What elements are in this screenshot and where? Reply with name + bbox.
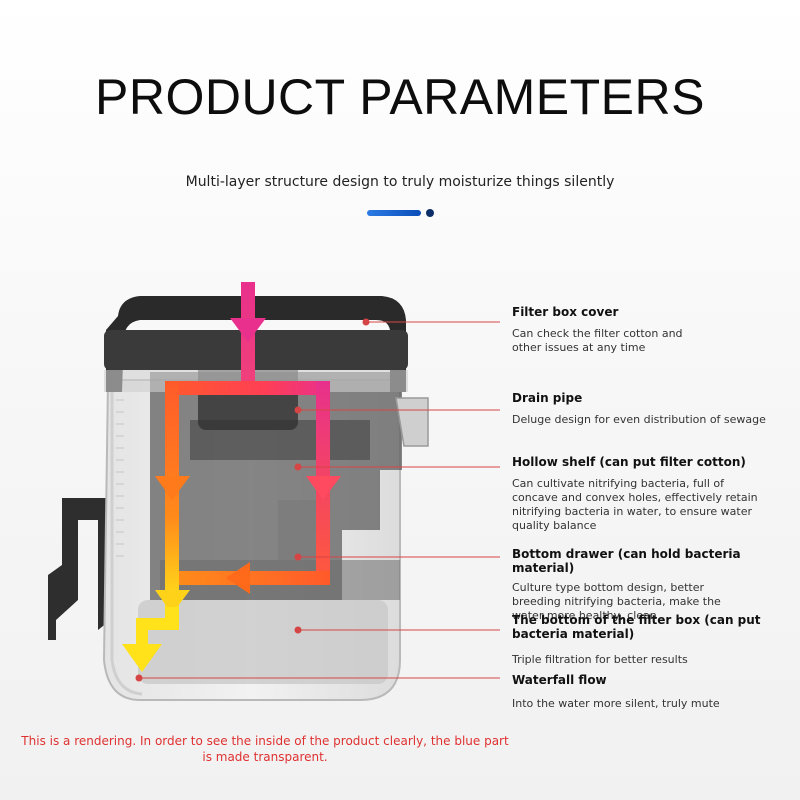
carousel-indicator-dot[interactable] [426, 209, 434, 217]
callout-description: Can check the filter cotton and other is… [512, 327, 683, 354]
callout-drain-pipe: Drain pipe Deluge design for even distri… [512, 391, 782, 427]
callout-hollow-shelf: Hollow shelf (can put filter cotton) Can… [512, 455, 782, 533]
filter-box-cover [104, 296, 408, 392]
callout-title: Bottom drawer (can hold bacteria materia… [512, 547, 741, 575]
callout-description: Triple filtration for better results [512, 653, 688, 666]
filter-box-bottom [138, 600, 388, 684]
callout-title: Drain pipe [512, 391, 583, 405]
rendering-disclaimer: This is a rendering. In order to see the… [21, 734, 509, 764]
callout-title: Waterfall flow [512, 673, 607, 687]
callout-waterfall-flow: Waterfall flow Into the water more silen… [512, 673, 782, 711]
page-title: PRODUCT PARAMETERS [94, 69, 705, 125]
callout-bottom-drawer: Bottom drawer (can hold bacteria materia… [512, 547, 782, 623]
callout-description: Can cultivate nitrifying bacteria, full … [512, 477, 758, 532]
callout-title: Hollow shelf (can put filter cotton) [512, 455, 746, 469]
callout-title: The bottom of the filter box (can put ba… [512, 613, 761, 641]
callout-description: Into the water more silent, truly mute [512, 697, 720, 710]
hanging-clip [48, 498, 108, 640]
callout-lines [135, 318, 500, 682]
callout-title: Filter box cover [512, 305, 619, 319]
page-subtitle: Multi-layer structure design to truly mo… [185, 174, 615, 190]
callout-filter-box-cover: Filter box cover Can check the filter co… [512, 305, 782, 355]
callout-filter-box-bottom: The bottom of the filter box (can put ba… [512, 613, 784, 667]
carousel-indicator-active[interactable] [367, 210, 421, 216]
callout-description: Culture type bottom design, better breed… [512, 581, 721, 622]
callout-description: Deluge design for even distribution of s… [512, 413, 766, 426]
water-flow-arrows [122, 282, 341, 672]
